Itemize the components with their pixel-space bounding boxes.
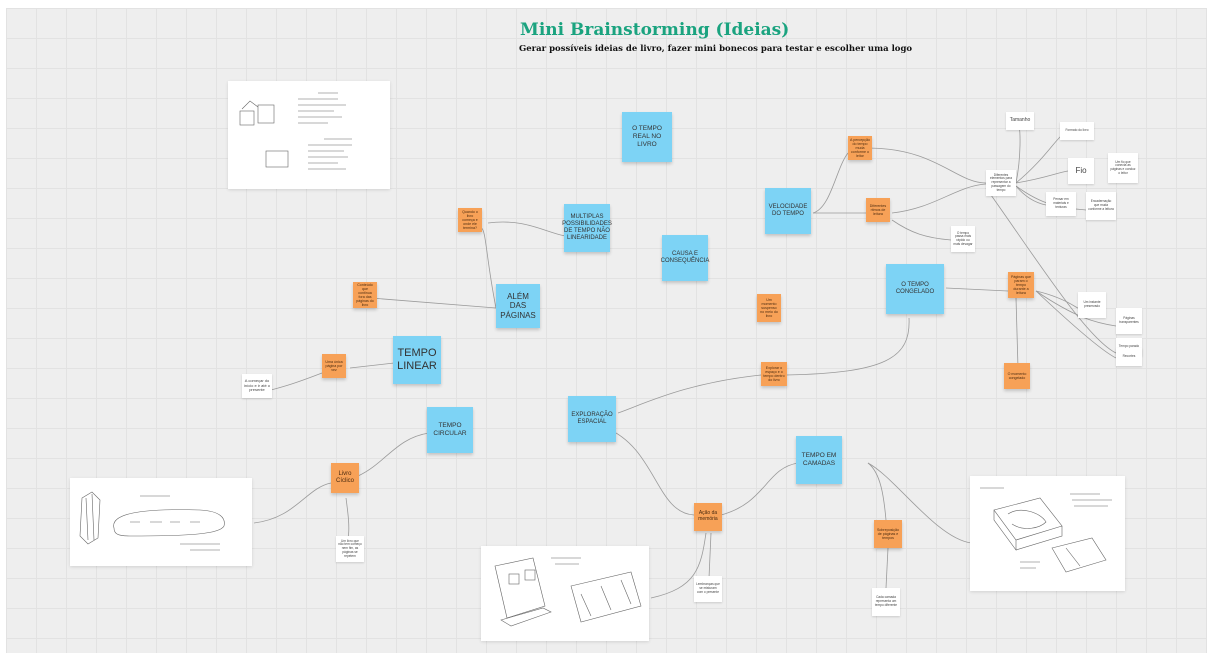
note-livro-ciclico[interactable]: Livro Cíclico xyxy=(331,463,359,493)
sketch-image-ciclico[interactable] xyxy=(70,478,252,566)
connector xyxy=(605,427,695,516)
connector xyxy=(1015,297,1019,369)
note-acao-memoria[interactable]: Ação da memória xyxy=(694,503,722,531)
note-exploracao[interactable]: Explorar o espaço e o tempo dentro do li… xyxy=(761,362,787,386)
note-congelado-1[interactable]: Um instante preservado xyxy=(1078,292,1106,318)
sketch-drawing xyxy=(239,92,352,170)
note-hub[interactable]: Diferentes elementos para representar a … xyxy=(986,170,1016,196)
connector xyxy=(891,183,987,214)
note-congelado-bottom[interactable]: O momento congelado xyxy=(1004,363,1030,389)
note-velocidade-top[interactable]: A percepção do tempo muda conforme o lei… xyxy=(848,136,872,160)
sketch-image-camadas[interactable] xyxy=(970,476,1125,591)
note-camadas[interactable]: Sobreposição de páginas e tempos xyxy=(874,520,902,548)
connector xyxy=(708,532,712,579)
connector xyxy=(867,462,972,544)
connector xyxy=(945,287,1009,292)
connector xyxy=(370,297,497,309)
note-tempo-linear[interactable]: TEMPO LINEAR xyxy=(393,336,441,384)
board-subtitle: Gerar possíveis ideias de livro, fazer m… xyxy=(519,44,913,54)
connector xyxy=(270,372,323,391)
connector xyxy=(1035,290,1079,309)
connector xyxy=(650,532,707,599)
connector xyxy=(1015,133,1065,184)
note-congelado-4[interactable]: Recortes xyxy=(1116,348,1142,366)
note-memoria-desc[interactable]: Lembranças que se misturam com o present… xyxy=(694,576,722,602)
note-tamanho[interactable]: Tamanho xyxy=(1006,112,1034,130)
connector xyxy=(985,187,1117,354)
connector xyxy=(891,219,952,241)
connector xyxy=(1015,170,1069,184)
connector xyxy=(487,221,567,237)
note-tempo-circular[interactable]: TEMPO CIRCULAR xyxy=(427,407,473,453)
connector xyxy=(1015,122,1021,184)
connector xyxy=(785,317,910,376)
note-hub-right[interactable]: Encadernação que muda conforme a leitura xyxy=(1086,192,1116,220)
note-congelado-2[interactable]: Páginas transparentes xyxy=(1116,308,1142,334)
connector xyxy=(720,462,799,516)
note-fio[interactable]: Fio xyxy=(1068,158,1094,184)
note-tempo-congelado[interactable]: O TEMPO CONGELADO xyxy=(886,264,944,314)
connector xyxy=(867,462,887,521)
note-velocidade-desc[interactable]: O tempo passa mais rápido ou mais devaga… xyxy=(951,226,975,252)
note-center[interactable]: Um momento suspenso no meio do livro xyxy=(757,294,781,322)
note-multiplas-possibilidades[interactable]: MULTIPLAS POSSIBILIDADES DE TEMPO NÃO LI… xyxy=(562,204,612,252)
connector xyxy=(617,374,762,414)
note-velocidade-mid[interactable]: Diferentes ritmos de leitura xyxy=(866,198,890,222)
connector xyxy=(1015,185,1047,206)
note-congelado-right[interactable]: Páginas que param o tempo durante a leit… xyxy=(1008,272,1034,298)
note-tempo-real[interactable]: O TEMPO REAL NO LIVRO xyxy=(622,112,672,162)
connector xyxy=(867,147,987,184)
connector xyxy=(357,432,430,477)
connector xyxy=(1035,290,1117,359)
note-linear-white[interactable]: A começar do início e ir até o presente xyxy=(242,374,272,398)
note-linear[interactable]: Uma única página por vez xyxy=(322,354,346,378)
connector xyxy=(349,362,395,369)
note-formato[interactable]: Formato do livro xyxy=(1060,122,1094,140)
note-hub-left[interactable]: Pensar em materiais e texturas xyxy=(1046,192,1076,216)
note-velocidade-tempo[interactable]: VELOCIDADE DO TEMPO xyxy=(765,188,811,234)
connector xyxy=(812,152,849,214)
note-fio-desc[interactable]: Um fio que conecta as páginas e conduz o… xyxy=(1108,153,1138,183)
note-alem-side[interactable]: Conteúdo que continua fora das páginas d… xyxy=(353,282,377,308)
note-camadas-desc[interactable]: Cada camada representa um tempo diferent… xyxy=(872,588,900,616)
sketch-drawing xyxy=(79,491,225,551)
note-exploracao-espacial[interactable]: EXPLORAÇÃO ESPACIAL xyxy=(568,396,616,442)
sketch-drawing xyxy=(494,557,642,627)
whiteboard-canvas[interactable]: Mini Brainstorming (Ideias) Gerar possív… xyxy=(6,8,1207,653)
note-ciclico-desc[interactable]: Um livro que não tem começo nem fim, as … xyxy=(336,536,364,562)
board-title: Mini Brainstorming (Ideias) xyxy=(520,20,790,40)
connector xyxy=(253,482,332,524)
sketch-image-casa[interactable] xyxy=(481,546,649,641)
note-causa-consequencia[interactable]: CAUSA E CONSEQUÊNCIA xyxy=(661,235,709,281)
connector xyxy=(885,547,889,589)
sketch-drawing xyxy=(980,487,1112,573)
note-alem-paginas[interactable]: ALÉM DAS PÁGINAS xyxy=(496,284,540,328)
connector xyxy=(480,227,497,309)
note-quando-livro[interactable]: Quando o livro começa e onde ele termina… xyxy=(458,208,482,232)
note-tempo-camadas[interactable]: TEMPO EM CAMADAS xyxy=(796,436,842,484)
sketch-image-notes[interactable] xyxy=(228,81,390,189)
connector xyxy=(345,497,350,539)
